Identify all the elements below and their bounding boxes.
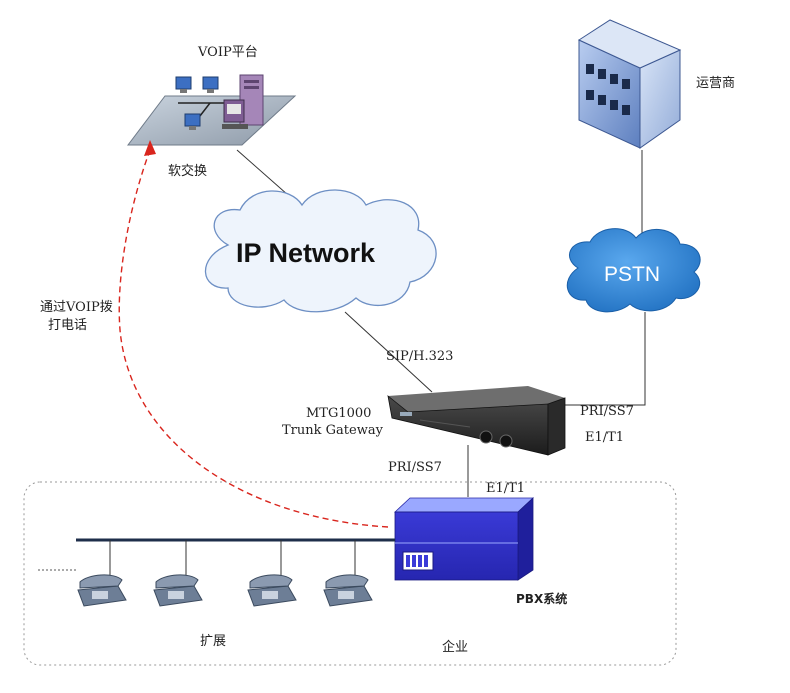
pbx-port-panel — [402, 551, 434, 571]
gateway-pstn-interface: E1/T1 — [585, 430, 625, 445]
voip-platform-icon — [126, 74, 297, 146]
gateway-pbx-protocol: PRI/SS7 — [388, 460, 442, 475]
operator-label: 运营商 — [696, 76, 736, 91]
workstation-icon — [184, 113, 201, 130]
gateway-name: Trunk Gateway — [282, 423, 383, 438]
pbx-label: PBX系统 — [516, 592, 568, 606]
pstn-cloud — [566, 228, 701, 313]
gateway-pbx-interface: E1/T1 — [486, 481, 526, 496]
server-icon — [222, 74, 264, 129]
extension-bus — [38, 538, 395, 578]
telephone-icon — [77, 574, 127, 607]
telephone-icon — [247, 574, 297, 607]
voip-call-path — [118, 149, 389, 528]
link-pstn-gateway — [548, 312, 646, 406]
voip-platform-title: VOIP平台 — [198, 45, 258, 60]
link-ipnetwork-gateway — [344, 311, 433, 393]
workstation-icon — [175, 76, 192, 93]
arrow-up-icon — [144, 140, 156, 156]
workstation-icon — [202, 76, 219, 93]
operator-building-icon — [577, 19, 682, 149]
pbx-system-icon — [393, 497, 535, 581]
gateway-ip-protocol: SIP/H.323 — [386, 349, 454, 364]
pstn-label: PSTN — [604, 263, 661, 286]
voip-call-label-line1: 通过VOIP拨 — [40, 300, 113, 315]
gateway-pstn-protocol: PRI/SS7 — [580, 404, 634, 419]
extension-label: 扩展 — [200, 634, 227, 649]
telephone-icon — [153, 574, 203, 607]
ip-network-cloud — [204, 189, 437, 313]
softswitch-label: 软交换 — [168, 164, 208, 179]
telephone-icon — [323, 574, 373, 607]
enterprise-zone — [23, 481, 677, 666]
ip-network-label: IP Network — [236, 238, 376, 268]
voip-call-label-line2: 打电话 — [48, 318, 88, 333]
trunk-gateway-device — [387, 386, 566, 456]
enterprise-label: 企业 — [442, 640, 469, 655]
gateway-model: MTG1000 — [306, 406, 372, 421]
